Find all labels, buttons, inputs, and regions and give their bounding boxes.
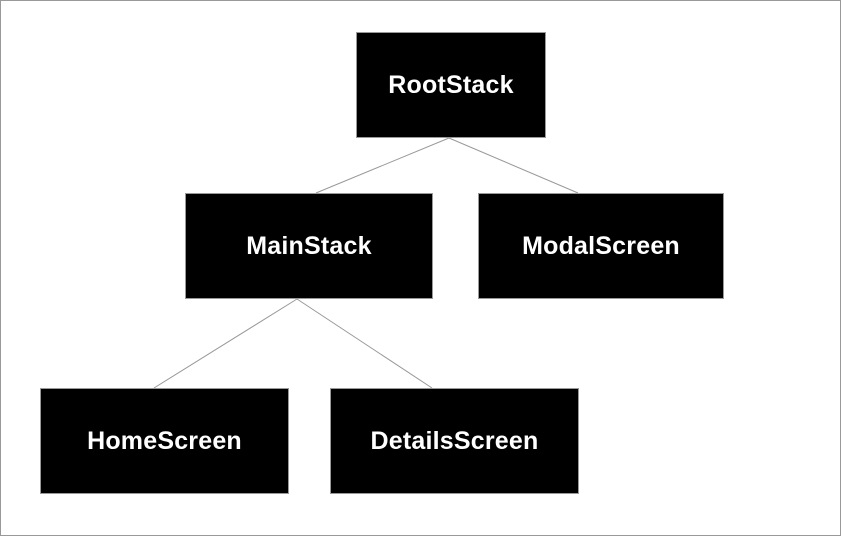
node-rootstack: RootStack — [356, 32, 546, 138]
node-homescreen-label: HomeScreen — [87, 426, 242, 455]
edge-mainstack-homescreen — [153, 298, 298, 389]
node-mainstack: MainStack — [185, 193, 433, 299]
edge-rootstack-modalscreen — [448, 137, 579, 194]
node-detailsscreen: DetailsScreen — [330, 388, 579, 494]
node-detailsscreen-label: DetailsScreen — [370, 426, 539, 455]
edge-mainstack-detailsscreen — [296, 298, 433, 389]
edge-rootstack-mainstack — [315, 137, 450, 194]
node-modalscreen: ModalScreen — [478, 193, 724, 299]
node-modalscreen-label: ModalScreen — [522, 231, 680, 260]
node-homescreen: HomeScreen — [40, 388, 289, 494]
node-rootstack-label: RootStack — [388, 70, 514, 99]
node-mainstack-label: MainStack — [246, 231, 372, 260]
